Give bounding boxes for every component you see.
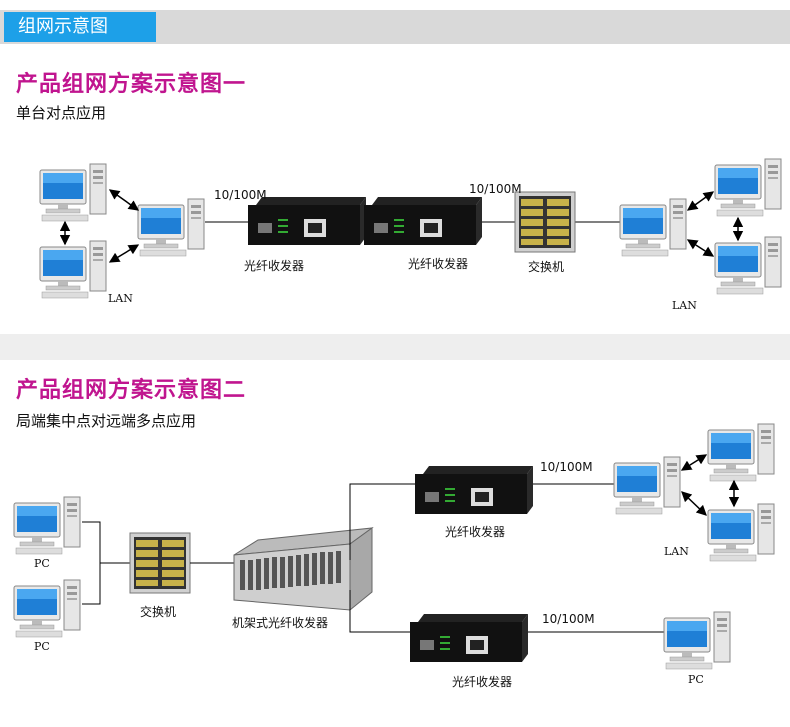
pc-icon (137, 198, 205, 257)
fiber-converter-icon (410, 614, 528, 662)
scheme1-converter-label-2: 光纤收发器 (408, 257, 469, 271)
scheme1-title: 产品组网方案示意图一 (16, 72, 247, 97)
pc-icon (707, 503, 775, 562)
fiber-converter-icon (364, 197, 482, 245)
scheme1-subtitle: 单台对点应用 (16, 104, 107, 122)
scheme1-right-lan-label: LAN (672, 299, 697, 312)
pc-icon (714, 236, 782, 295)
scheme2-title: 产品组网方案示意图二 (16, 378, 247, 403)
scheme2-lan-label: LAN (664, 545, 689, 558)
switch-icon (514, 191, 576, 253)
section-divider (0, 334, 790, 360)
scheme1-link-label-1: 10/100M (214, 188, 267, 202)
scheme1-switch-label: 交换机 (528, 260, 565, 274)
pc-icon (39, 240, 107, 299)
pc-icon (707, 423, 775, 482)
scheme2-bottom-link-label: 10/100M (542, 612, 595, 626)
scheme1-link-label-2: 10/100M (469, 182, 522, 196)
pc-icon (613, 456, 681, 515)
header-tab: 组网示意图 (4, 12, 156, 42)
scheme2-pc-label-2: PC (34, 640, 50, 653)
pc-icon (13, 496, 81, 555)
fiber-converter-icon (248, 197, 366, 245)
rack-converter-icon (233, 527, 374, 612)
scheme2-subtitle: 局端集中点对远端多点应用 (16, 412, 197, 430)
pc-icon (39, 163, 107, 222)
scheme2-rack-label: 机架式光纤收发器 (232, 616, 329, 630)
pc-icon (619, 198, 687, 257)
pc-icon (663, 611, 731, 670)
pc-icon (714, 158, 782, 217)
scheme2-pc-label-1: PC (34, 557, 50, 570)
scheme2-switch-label: 交换机 (140, 605, 177, 619)
scheme2-remote-pc-label: PC (688, 673, 704, 686)
pc-icon (13, 579, 81, 638)
scheme2-bottom-converter-label: 光纤收发器 (452, 675, 513, 689)
scheme2-top-link-label: 10/100M (540, 460, 593, 474)
scheme2-top-converter-label: 光纤收发器 (445, 525, 506, 539)
scheme1-converter-label-1: 光纤收发器 (244, 259, 305, 273)
scheme1-left-lan-label: LAN (108, 292, 133, 305)
fiber-converter-icon (415, 466, 533, 514)
switch-icon (129, 532, 191, 594)
